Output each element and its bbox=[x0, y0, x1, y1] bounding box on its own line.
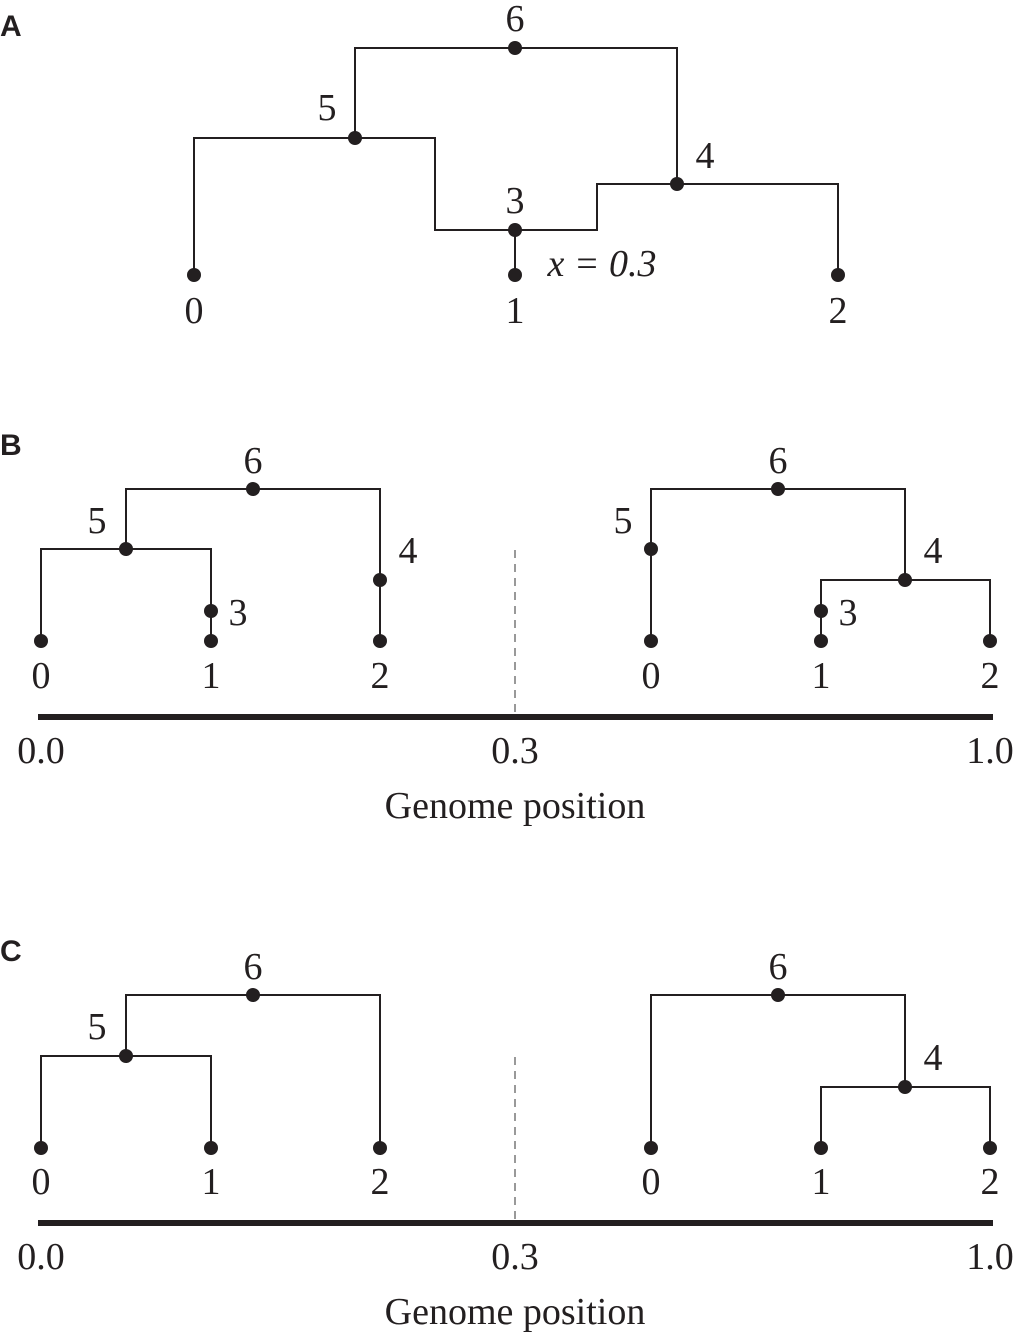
node-label-0: 0 bbox=[32, 655, 51, 697]
node-1 bbox=[204, 634, 218, 648]
node-5 bbox=[119, 542, 133, 556]
axis-title: Genome position bbox=[385, 1291, 646, 1333]
node-label-6: 6 bbox=[769, 946, 788, 988]
node-label-6: 6 bbox=[769, 440, 788, 482]
node-label-4: 4 bbox=[924, 530, 943, 572]
node-label-3: 3 bbox=[506, 180, 525, 222]
node-0 bbox=[644, 634, 658, 648]
node-4 bbox=[373, 573, 387, 587]
node-5 bbox=[119, 1049, 133, 1063]
node-label-4: 4 bbox=[399, 530, 418, 572]
node-label-2: 2 bbox=[981, 1161, 1000, 1203]
node-label-5: 5 bbox=[88, 500, 107, 542]
node-3 bbox=[508, 223, 522, 237]
node-2 bbox=[983, 634, 997, 648]
node-label-5: 5 bbox=[318, 87, 337, 129]
node-label-2: 2 bbox=[829, 290, 848, 332]
node-1 bbox=[814, 1141, 828, 1155]
node-5 bbox=[644, 542, 658, 556]
node-4 bbox=[670, 177, 684, 191]
node-label-0: 0 bbox=[642, 1161, 661, 1203]
node-label-4: 4 bbox=[924, 1037, 943, 1079]
node-6 bbox=[771, 482, 785, 496]
node-label-6: 6 bbox=[244, 440, 263, 482]
tick-label: 0.0 bbox=[17, 1236, 65, 1278]
node-2 bbox=[373, 634, 387, 648]
node-2 bbox=[831, 268, 845, 282]
node-label-0: 0 bbox=[185, 290, 204, 332]
node-2 bbox=[373, 1141, 387, 1155]
node-label-6: 6 bbox=[244, 946, 263, 988]
node-label-1: 1 bbox=[812, 655, 831, 697]
tick-label: 0.3 bbox=[491, 730, 539, 772]
node-5 bbox=[348, 131, 362, 145]
node-label-5: 5 bbox=[614, 500, 633, 542]
panel-b: B 0 1 2 3 4 5 6 0 1 2 3 4 5 6 0.0 0.3 1. bbox=[0, 429, 1014, 827]
axis-title: Genome position bbox=[385, 785, 646, 827]
panel-label-a: A bbox=[0, 10, 22, 43]
panel-label-c: C bbox=[0, 935, 22, 968]
node-0 bbox=[34, 634, 48, 648]
node-4 bbox=[898, 1080, 912, 1094]
node-label-4: 4 bbox=[696, 135, 715, 177]
node-0 bbox=[34, 1141, 48, 1155]
node-1 bbox=[814, 634, 828, 648]
node-6 bbox=[508, 41, 522, 55]
tree-edges bbox=[193, 47, 839, 275]
node-label-1: 1 bbox=[202, 655, 221, 697]
node-1 bbox=[508, 268, 522, 282]
node-label-1: 1 bbox=[202, 1161, 221, 1203]
node-0 bbox=[187, 268, 201, 282]
node-label-2: 2 bbox=[371, 655, 390, 697]
node-2 bbox=[983, 1141, 997, 1155]
node-label-0: 0 bbox=[32, 1161, 51, 1203]
node-label-1: 1 bbox=[506, 290, 525, 332]
node-label-0: 0 bbox=[642, 655, 661, 697]
tick-label: 1.0 bbox=[966, 1236, 1014, 1278]
tick-label: 0.0 bbox=[17, 730, 65, 772]
node-0 bbox=[644, 1141, 658, 1155]
node-label-2: 2 bbox=[981, 655, 1000, 697]
node-3 bbox=[204, 604, 218, 618]
node-1 bbox=[204, 1141, 218, 1155]
tree-nodes bbox=[187, 41, 845, 282]
panel-c: C 0 1 2 5 6 0 1 2 4 6 0.0 0.3 1.0 Genome… bbox=[0, 935, 1014, 1333]
node-4 bbox=[898, 573, 912, 587]
node-label-2: 2 bbox=[371, 1161, 390, 1203]
node-label-3: 3 bbox=[229, 592, 248, 634]
node-label-1: 1 bbox=[812, 1161, 831, 1203]
node-6 bbox=[771, 988, 785, 1002]
tick-label: 1.0 bbox=[966, 730, 1014, 772]
node-6 bbox=[246, 988, 260, 1002]
node-3 bbox=[814, 604, 828, 618]
panel-a: A 0 1 2 3 4 5 6 x = 0.3 bbox=[0, 0, 848, 332]
node-6 bbox=[246, 482, 260, 496]
node-label-5: 5 bbox=[88, 1006, 107, 1048]
panel-label-b: B bbox=[0, 429, 22, 462]
tick-label: 0.3 bbox=[491, 1236, 539, 1278]
recombination-annotation: x = 0.3 bbox=[546, 243, 656, 285]
node-label-6: 6 bbox=[506, 0, 525, 40]
node-label-3: 3 bbox=[839, 592, 858, 634]
